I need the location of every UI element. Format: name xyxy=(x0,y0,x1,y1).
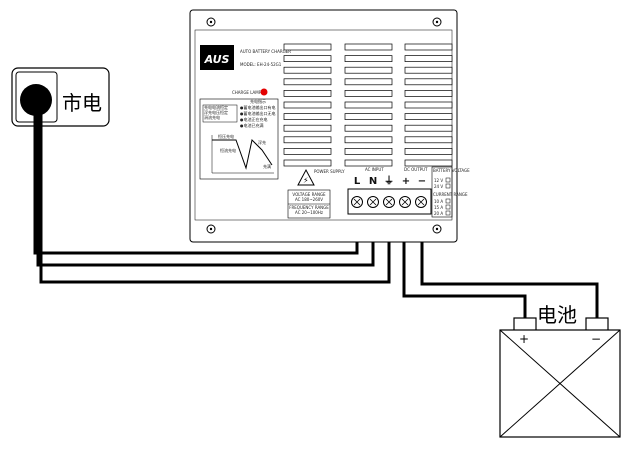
vent-slot xyxy=(404,124,453,132)
status-row: 涓流充电 xyxy=(204,114,220,120)
battery: + − 电池 xyxy=(499,303,621,438)
current-option: 10 A xyxy=(434,199,443,204)
current-option: 15 A xyxy=(434,205,443,210)
terminal-screws xyxy=(351,196,427,208)
vent-slot xyxy=(283,101,332,109)
battery-plus-sign: + xyxy=(519,332,529,346)
vent-slot xyxy=(283,66,332,74)
battery-voltage-label: BATTERY VOLTAGE xyxy=(433,168,470,173)
vent-slot xyxy=(344,78,393,86)
mounting-hole-icon xyxy=(432,17,442,27)
voltage-option: 12 V xyxy=(434,178,443,183)
model-number: MODEL: EH-24-52G1 xyxy=(240,62,282,67)
voltage-option: 24 V xyxy=(434,184,443,189)
vent-slot xyxy=(404,55,453,62)
power-source-label: 市电 xyxy=(62,91,102,115)
terminal-label-l: L xyxy=(354,176,361,187)
terminal-label-ground: ⏚ xyxy=(384,175,394,187)
wire-dc-negative xyxy=(420,207,599,320)
setting-box xyxy=(431,166,453,218)
vent-slot xyxy=(283,90,332,97)
curve-label: 恒流充电 xyxy=(220,147,236,153)
wire-ground xyxy=(39,112,391,284)
charge-info-title: 充电指示 xyxy=(250,98,266,104)
vent-slot xyxy=(344,55,393,62)
power-supply-label: POWER SUPPLY xyxy=(314,169,345,174)
frequency-range-value: AC 20~100Hz xyxy=(295,210,323,215)
vent-slot xyxy=(283,43,332,51)
vent-slot xyxy=(283,113,332,120)
vent-slot xyxy=(283,124,332,132)
vent-slot xyxy=(283,55,332,62)
dc-wires xyxy=(402,207,599,320)
charger-panel: AUS AUTO BATTERY CHARGER MODEL: EH-24-52… xyxy=(189,9,470,243)
voltage-range-value: AC 180~260V xyxy=(295,197,323,202)
charge-lamp-label: CHARGE LAMP xyxy=(232,90,262,95)
vent-slot xyxy=(404,66,453,74)
vent-slot xyxy=(404,43,453,51)
vent-slot xyxy=(344,136,393,144)
vent-slot xyxy=(404,90,453,97)
vent-slot xyxy=(344,113,393,120)
ventilation-slots xyxy=(283,43,453,167)
model-title: AUTO BATTERY CHARGER xyxy=(240,49,291,54)
current-option: 20 A xyxy=(434,211,443,216)
vent-slot xyxy=(283,78,332,86)
vent-slot xyxy=(404,78,453,86)
status-row: 充电电流恒定 xyxy=(204,104,228,110)
note-row: ●蓄电池输出口有电 xyxy=(240,104,276,110)
current-range-label: CURRENT RANGE xyxy=(433,192,468,197)
vent-slot xyxy=(344,101,393,109)
terminal-label-plus: + xyxy=(402,176,410,187)
mounting-hole-icon xyxy=(206,224,216,234)
vent-slot xyxy=(344,159,393,167)
voltage-range-label: VOLTAGE RANGE xyxy=(292,192,326,197)
vent-slot xyxy=(283,136,332,144)
vent-slot xyxy=(404,148,453,155)
vent-slot xyxy=(344,148,393,155)
wire-dc-positive xyxy=(402,207,527,320)
charge-lamp-indicator xyxy=(260,88,268,96)
charging-curve: 恒压充电 恒流充电 浮充 充满 xyxy=(211,133,274,174)
mounting-hole-icon xyxy=(432,224,442,234)
battery-label: 电池 xyxy=(537,303,577,327)
curve-label: 浮充 xyxy=(258,139,266,145)
plug-socket-icon xyxy=(20,84,52,116)
lightning-icon: ⚡ xyxy=(303,176,309,185)
warning-triangle-icon xyxy=(297,168,315,186)
mounting-hole-icon xyxy=(206,17,216,27)
terminal-label-n: N xyxy=(369,176,377,187)
terminal-label-minus: − xyxy=(418,176,426,187)
curve-label: 充满 xyxy=(263,163,271,169)
vent-slot xyxy=(404,159,453,167)
charge-info-table xyxy=(199,98,279,180)
mains-plug: 市电 xyxy=(11,67,110,127)
note-row: ●电池正在充电 xyxy=(240,116,268,122)
vent-slot xyxy=(344,43,393,51)
vent-slot xyxy=(404,113,453,120)
brand-logo-text: AUS xyxy=(204,53,230,66)
vent-slot xyxy=(283,159,332,167)
vent-slot xyxy=(344,124,393,132)
status-row: 浮充电压恒定 xyxy=(204,109,228,115)
vent-slot xyxy=(283,148,332,155)
vent-slot xyxy=(404,101,453,109)
battery-minus-sign: − xyxy=(591,332,601,346)
brand-logo xyxy=(200,45,234,70)
note-row: ●电池已充满 xyxy=(240,122,264,128)
note-row: ●蓄电池输出口无电 xyxy=(240,110,276,116)
curve-label: 恒压充电 xyxy=(218,133,234,139)
vent-slot xyxy=(404,136,453,144)
battery-negative-post xyxy=(585,317,609,332)
vent-slot xyxy=(344,66,393,74)
frequency-range-label: FREQUENCY RANGE xyxy=(289,205,329,210)
dc-output-label: DC OUTPUT xyxy=(404,167,428,172)
battery-positive-post xyxy=(513,317,537,332)
vent-slot xyxy=(344,90,393,97)
ac-input-label: AC INPUT xyxy=(365,167,384,172)
